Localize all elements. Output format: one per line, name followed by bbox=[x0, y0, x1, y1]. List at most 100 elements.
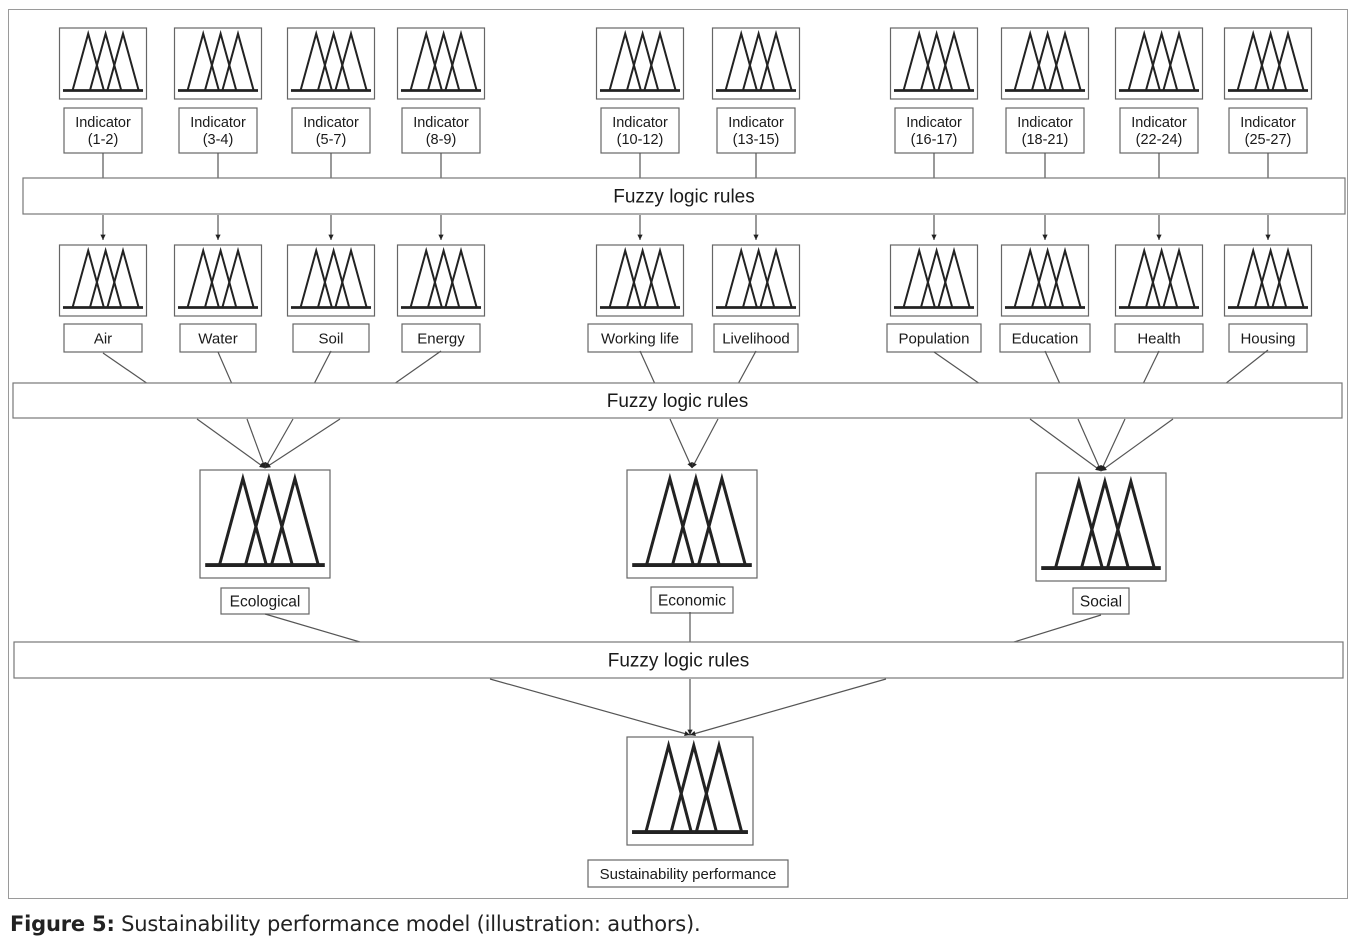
subcriterion-connector bbox=[393, 350, 442, 385]
indicator-5-label: Indicator(10-12) bbox=[612, 115, 668, 148]
indicator-10-label: Indicator(25-27) bbox=[1240, 115, 1296, 148]
membership-triangle-icon bbox=[409, 246, 443, 308]
membership-triangle-icon bbox=[1127, 246, 1161, 308]
membership-triangle-icon bbox=[71, 29, 105, 91]
membership-triangle-icon bbox=[270, 472, 320, 566]
subcriterion-5-box bbox=[587, 323, 693, 353]
subcriterion-connector bbox=[1224, 349, 1269, 385]
membership-triangle-icon bbox=[759, 29, 793, 91]
indicator-10-box bbox=[1228, 107, 1308, 154]
membership-triangle-icon bbox=[1271, 246, 1305, 308]
membership-triangle-icon bbox=[1030, 246, 1065, 308]
fuzzy-rules-bar-1-label: Fuzzy logic rules bbox=[613, 187, 755, 208]
membership-triangle-icon bbox=[741, 246, 776, 308]
result-arrow bbox=[489, 678, 691, 736]
membership-triangle-icon bbox=[625, 29, 660, 91]
membership-triangle-icon bbox=[316, 29, 351, 91]
arrowhead bbox=[328, 234, 334, 240]
membership-triangle-icon bbox=[608, 29, 642, 91]
membership-triangle-icon bbox=[608, 246, 642, 308]
membership-triangle-icon bbox=[645, 472, 695, 566]
fuzzy-rules-bar-2-label: Fuzzy logic rules bbox=[607, 391, 749, 412]
membership-triangle-icon bbox=[1106, 475, 1156, 569]
indicator-2-box bbox=[178, 107, 258, 154]
membership-triangle-icon bbox=[625, 246, 660, 308]
dimension-2-box bbox=[650, 586, 734, 614]
figure-frame bbox=[8, 9, 1348, 899]
membership-triangle-icon bbox=[218, 472, 268, 566]
indicator-6-box bbox=[716, 107, 796, 154]
sustainability-model-diagram: Indicator(1-2)Indicator(3-4)Indicator(5-… bbox=[12, 27, 1346, 888]
membership-triangle-icon bbox=[88, 29, 123, 91]
membership-triangle-icon bbox=[1236, 246, 1270, 308]
dimension-2-label: Economic bbox=[658, 592, 726, 609]
dimension-fan-arrow bbox=[691, 418, 719, 469]
indicator-8-label: Indicator(18-21) bbox=[1017, 115, 1073, 148]
indicator-3-box bbox=[291, 107, 371, 154]
arrowhead bbox=[687, 462, 693, 468]
subcriterion-6-label: Livelihood bbox=[722, 330, 790, 347]
result-label: Sustainability performance bbox=[600, 866, 777, 883]
membership-triangle-icon bbox=[334, 29, 368, 91]
membership-triangle-icon bbox=[724, 29, 758, 91]
subcriterion-10-box bbox=[1228, 323, 1308, 353]
arrowhead bbox=[215, 234, 221, 240]
membership-triangle-icon bbox=[299, 246, 333, 308]
subcriterion-4-label: Energy bbox=[417, 330, 465, 347]
subcriterion-9-label: Health bbox=[1137, 330, 1180, 347]
membership-triangle-icon bbox=[221, 29, 255, 91]
membership-triangle-icon bbox=[759, 246, 793, 308]
membership-triangle-icon bbox=[937, 246, 971, 308]
subcriterion-6-box bbox=[713, 323, 799, 353]
membership-triangle-icon bbox=[1127, 29, 1161, 91]
membership-triangle-icon bbox=[1048, 29, 1082, 91]
subcriterion-1-box bbox=[63, 323, 143, 353]
membership-triangle-icon bbox=[444, 29, 478, 91]
arrowhead bbox=[1096, 465, 1102, 471]
arrowhead bbox=[753, 234, 759, 240]
figure-caption: Figure 5: Sustainability performance mod… bbox=[10, 912, 701, 936]
membership-triangle-icon bbox=[203, 29, 238, 91]
result-box bbox=[587, 859, 789, 888]
dimension-connector bbox=[264, 613, 361, 643]
membership-triangle-icon bbox=[1253, 246, 1288, 308]
membership-triangle-icon bbox=[299, 29, 333, 91]
membership-triangle-icon bbox=[1013, 246, 1047, 308]
membership-triangle-icon bbox=[186, 246, 220, 308]
dimension-fan-arrow bbox=[196, 418, 266, 469]
arrowhead bbox=[1156, 234, 1162, 240]
arrowhead bbox=[637, 234, 643, 240]
subcriterion-connector bbox=[217, 351, 233, 385]
subcriterion-2-label: Water bbox=[198, 330, 237, 347]
membership-triangle-icon bbox=[724, 246, 758, 308]
dimension-connector bbox=[1013, 614, 1102, 643]
arrowhead bbox=[265, 462, 271, 468]
indicator-7-box bbox=[894, 107, 974, 154]
arrowhead bbox=[684, 731, 690, 737]
dimension-fan-arrow bbox=[669, 418, 693, 469]
arrowhead bbox=[690, 731, 696, 737]
dimension-fan-arrow bbox=[1100, 418, 1174, 472]
membership-triangle-icon bbox=[221, 246, 255, 308]
subcriterion-8-label: Education bbox=[1012, 330, 1079, 347]
indicator-6-label: Indicator(13-15) bbox=[728, 115, 784, 148]
indicator-9-label: Indicator(22-24) bbox=[1131, 115, 1187, 148]
subcriterion-2-box bbox=[179, 323, 257, 353]
dimension-fan-arrow bbox=[1100, 418, 1126, 472]
arrowhead bbox=[931, 234, 937, 240]
membership-triangle-icon bbox=[1054, 475, 1104, 569]
membership-triangle-icon bbox=[902, 246, 936, 308]
fuzzy-rules-bar-3 bbox=[13, 641, 1344, 679]
subcriterion-9-box bbox=[1114, 323, 1204, 353]
membership-triangle-icon bbox=[1144, 246, 1179, 308]
membership-triangle-icon bbox=[316, 246, 351, 308]
arrowhead bbox=[1101, 465, 1107, 471]
membership-triangle-icon bbox=[1144, 29, 1179, 91]
dimension-fan-arrow bbox=[264, 418, 294, 469]
subcriterion-connector bbox=[737, 350, 757, 385]
membership-triangle-icon bbox=[203, 246, 238, 308]
subcriterion-8-box bbox=[999, 323, 1091, 353]
membership-triangle-icon bbox=[1030, 29, 1065, 91]
membership-triangle-icon bbox=[1271, 29, 1305, 91]
membership-triangle-icon bbox=[106, 29, 140, 91]
